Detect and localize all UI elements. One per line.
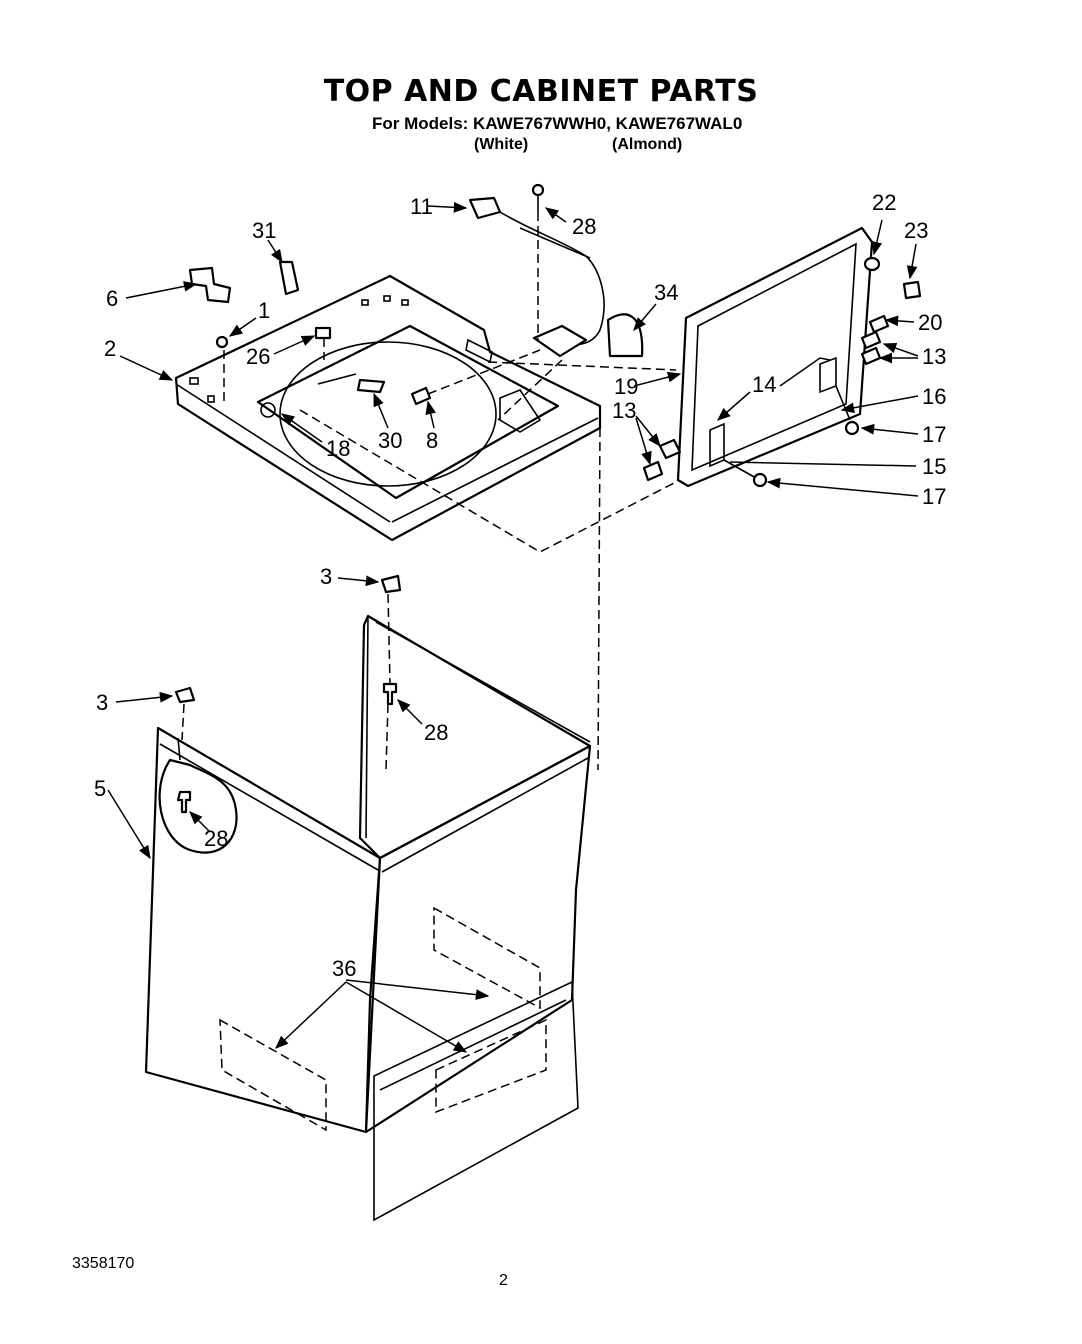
screw-28-mid [382,682,398,706]
callout-31: 31 [252,218,276,243]
screw-1-part [215,335,229,349]
assembly-lines [181,212,677,771]
callout-28-mid: 28 [424,720,448,745]
callout-labels: 11 28 22 23 31 34 6 1 20 2 26 13 19 14 1… [94,190,946,981]
document-number: 3358170 [72,1255,135,1272]
callout-3-upper: 3 [320,564,332,589]
clip-6-part [188,266,232,304]
cabinet-part [144,614,592,1222]
callout-13-right: 13 [922,344,946,369]
callout-28-top: 28 [572,214,596,239]
screw-8-part [410,386,432,406]
screw-28-top [531,183,545,212]
bumper-26-part [314,326,332,340]
callout-6: 6 [106,286,118,311]
callout-36: 36 [332,956,356,981]
callout-28-cabinet: 28 [204,826,228,851]
callout-23: 23 [904,218,928,243]
callout-18: 18 [326,436,350,461]
callout-26: 26 [246,344,270,369]
callout-19: 19 [614,374,638,399]
callout-11: 11 [410,194,433,219]
callout-1: 1 [258,298,270,323]
callout-16: 16 [922,384,946,409]
bracket-3-lower [174,686,196,704]
lid-panel-part [642,226,922,488]
callout-15: 15 [922,454,946,479]
top-lid-part [174,274,602,542]
callout-17-lower: 17 [922,484,946,509]
callout-13-left: 13 [612,398,636,423]
hinge-30-part [356,378,386,394]
page-number: 2 [499,1272,508,1289]
models-subtitle: For Models: KAWE767WWH0, KAWE767WAL0 [372,114,743,133]
callout-17-upper: 17 [922,422,946,447]
pin-18-part [317,373,357,385]
variant-white-label: (White) [474,136,529,153]
harness-part [468,196,605,358]
callout-5: 5 [94,776,106,801]
guide-34-part [606,313,644,358]
callout-3-lower: 3 [96,690,108,715]
page-title: TOP AND CABINET PARTS [323,74,759,109]
callout-8: 8 [426,428,438,453]
callout-30: 30 [378,428,402,453]
callout-34: 34 [654,280,678,305]
bracket-3-upper [380,574,402,594]
callout-2: 2 [104,336,116,361]
leader-lines [107,201,919,1053]
callout-22: 22 [872,190,896,215]
latch-31-part [278,260,300,296]
variant-almond-label: (Almond) [612,136,683,153]
callout-20: 20 [918,310,942,335]
callout-14: 14 [752,372,776,397]
